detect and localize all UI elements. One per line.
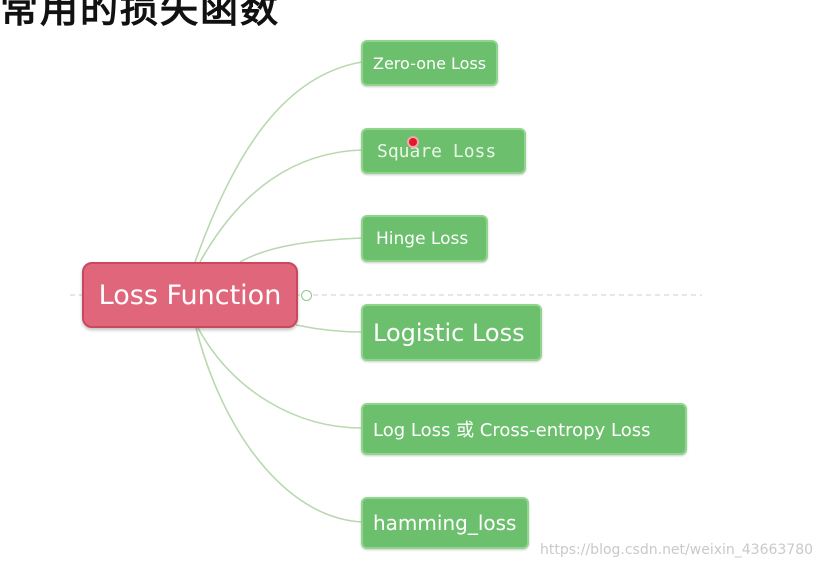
child-node-logistic-loss[interactable]: Logistic Loss [361,304,542,361]
root-node-loss-function[interactable]: Loss Function [82,262,298,328]
child-node-hinge-loss[interactable]: Hinge Loss [361,215,488,262]
child-node-log-loss-cross-entropy[interactable]: Log Loss 或 Cross-entropy Loss [361,403,687,455]
connector-hinge-loss [239,237,363,263]
connector-zero-one-loss [194,61,363,263]
child-node-zero-one-loss[interactable]: Zero-one Loss [361,40,498,86]
connector-logistic-loss [295,324,363,333]
connector-square-loss [199,149,363,263]
child-node-square-loss[interactable]: Square Loss [361,128,526,174]
child-node-hamming-loss[interactable]: hamming_loss [361,497,529,549]
page-heading-fragment: 常用的损失函数 [0,0,281,31]
connector-log-loss [197,327,363,429]
connector-hamming-loss [195,327,363,523]
pointer-cursor-icon [407,136,419,148]
watermark-url: https://blog.csdn.net/weixin_43663780 [540,542,814,558]
collapse-toggle-icon[interactable] [301,290,312,301]
